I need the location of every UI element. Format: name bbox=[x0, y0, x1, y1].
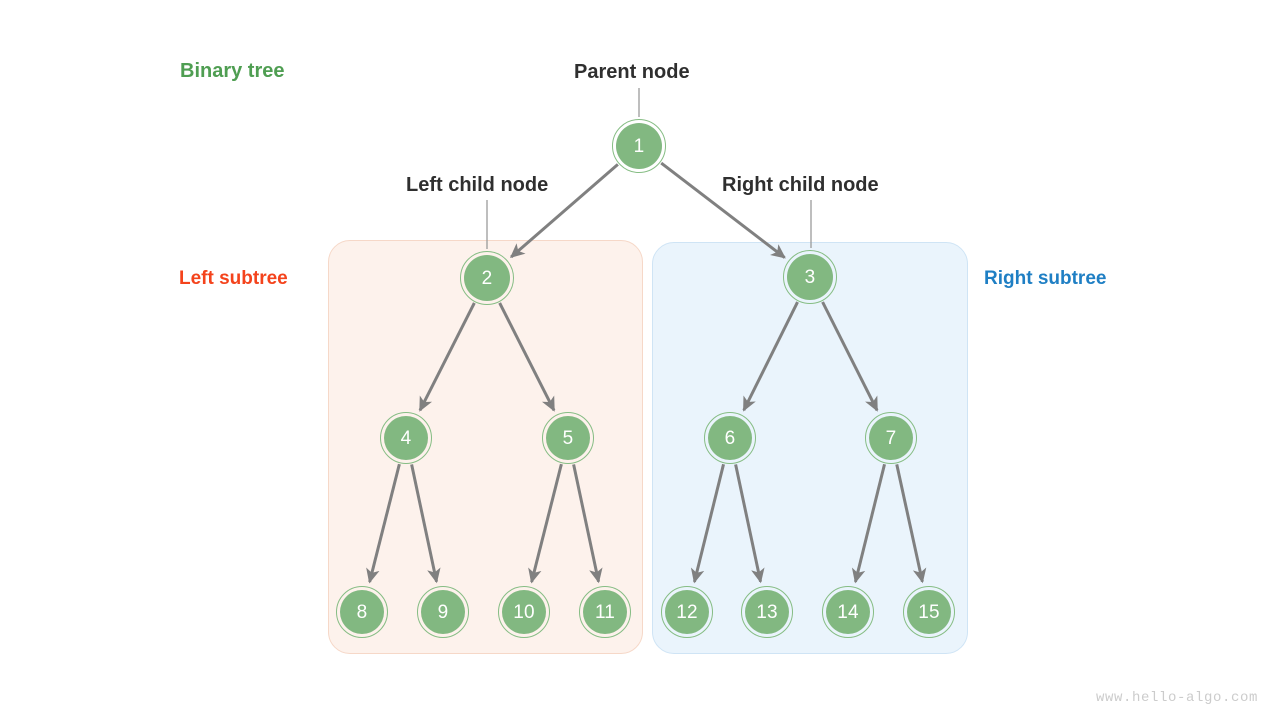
tree-node-8[interactable]: 8 bbox=[340, 590, 384, 634]
node-ring-9 bbox=[417, 586, 469, 638]
node-ring-4 bbox=[380, 412, 432, 464]
node-ring-3 bbox=[783, 250, 837, 304]
node-ring-6 bbox=[704, 412, 756, 464]
node-ring-12 bbox=[661, 586, 713, 638]
tree-node-10[interactable]: 10 bbox=[502, 590, 546, 634]
tree-node-4[interactable]: 4 bbox=[384, 416, 428, 460]
node-ring-7 bbox=[865, 412, 917, 464]
node-ring-15 bbox=[903, 586, 955, 638]
site-watermark: www.hello-algo.com bbox=[1095, 690, 1258, 706]
tree-node-15[interactable]: 15 bbox=[907, 590, 951, 634]
tree-node-7[interactable]: 7 bbox=[869, 416, 913, 460]
tree-node-11[interactable]: 11 bbox=[583, 590, 627, 634]
tree-node-2[interactable]: 2 bbox=[464, 255, 510, 301]
node-ring-14 bbox=[822, 586, 874, 638]
figure-title: Binary tree bbox=[180, 60, 285, 82]
tree-node-14[interactable]: 14 bbox=[826, 590, 870, 634]
node-ring-2 bbox=[460, 251, 514, 305]
node-ring-11 bbox=[579, 586, 631, 638]
node-ring-10 bbox=[498, 586, 550, 638]
node-ring-13 bbox=[741, 586, 793, 638]
tree-node-6[interactable]: 6 bbox=[708, 416, 752, 460]
tree-node-13[interactable]: 13 bbox=[745, 590, 789, 634]
node-ring-8 bbox=[336, 586, 388, 638]
annotation-left-child-node: Left child node bbox=[406, 174, 549, 196]
annotation-right-child-node: Right child node bbox=[722, 174, 879, 196]
tree-node-12[interactable]: 12 bbox=[665, 590, 709, 634]
node-ring-5 bbox=[542, 412, 594, 464]
tree-node-1[interactable]: 1 bbox=[616, 123, 662, 169]
tree-node-9[interactable]: 9 bbox=[421, 590, 465, 634]
annotation-parent-node: Parent node bbox=[574, 61, 690, 83]
annotation-left-subtree: Left subtree bbox=[179, 268, 288, 289]
annotation-right-subtree: Right subtree bbox=[984, 268, 1107, 289]
right-subtree-panel bbox=[652, 242, 968, 654]
tree-node-5[interactable]: 5 bbox=[546, 416, 590, 460]
node-ring-1 bbox=[612, 119, 666, 173]
tree-node-3[interactable]: 3 bbox=[787, 254, 833, 300]
